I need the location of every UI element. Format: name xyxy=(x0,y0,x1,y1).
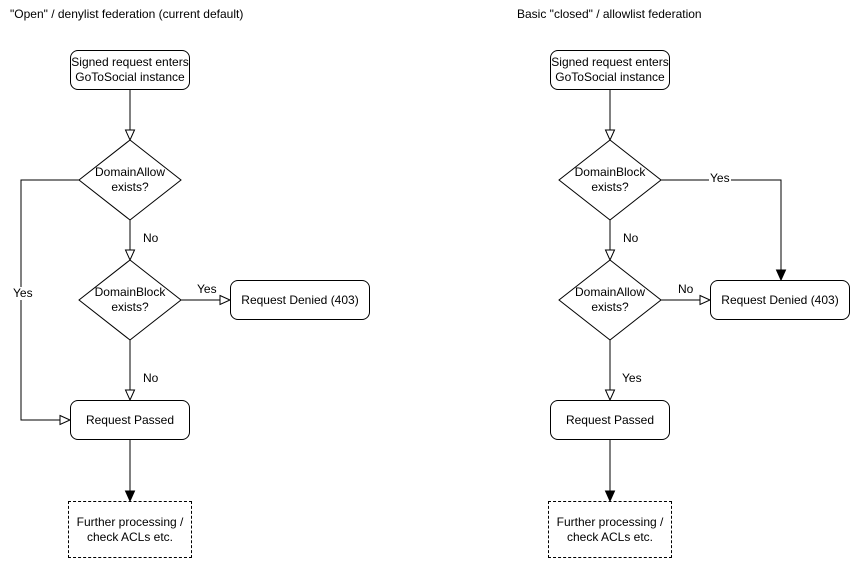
diamond-right-domainallow-shape xyxy=(558,259,662,341)
right-decision-domainblock: DomainBlock exists? xyxy=(574,165,646,194)
left-chart-title: "Open" / denylist federation (current de… xyxy=(10,7,244,21)
left-further-processing-node: Further processing / check ACLs etc. xyxy=(68,501,192,558)
right-further-processing-node: Further processing / check ACLs etc. xyxy=(548,501,672,558)
right-start-node: Signed request enters GoToSocial instanc… xyxy=(550,50,670,90)
diamond-left-domainallow-shape xyxy=(78,139,182,221)
right-chart-title: Basic "closed" / allowlist federation xyxy=(517,7,702,21)
right-request-passed-node: Request Passed xyxy=(550,400,670,440)
diamond-left-domainblock-shape xyxy=(78,259,182,341)
right-decision-domainallow: DomainAllow exists? xyxy=(574,285,646,314)
diamond-right-domainblock-shape xyxy=(558,139,662,221)
left-decision-domainblock: DomainBlock exists? xyxy=(94,285,166,314)
edge-right-domainblock-yes-to-denied xyxy=(661,179,787,282)
left-label-no-2: No xyxy=(142,371,160,385)
left-label-no-1: No xyxy=(142,231,160,245)
left-label-yes-denied: Yes xyxy=(196,282,218,296)
right-label-yes-passed: Yes xyxy=(621,371,643,385)
left-label-yes-loop: Yes xyxy=(12,286,34,300)
right-label-no-denied: No xyxy=(677,282,695,296)
edge-left-domainallow-yes-to-passed xyxy=(20,179,79,426)
left-request-denied-node: Request Denied (403) xyxy=(230,280,370,320)
right-label-yes-denied: Yes xyxy=(709,171,731,185)
left-decision-domainallow: DomainAllow exists? xyxy=(94,165,166,194)
left-request-passed-node: Request Passed xyxy=(70,400,190,440)
right-request-denied-node: Request Denied (403) xyxy=(710,280,850,320)
right-label-no-1: No xyxy=(622,231,640,245)
left-start-node: Signed request enters GoToSocial instanc… xyxy=(70,50,190,90)
